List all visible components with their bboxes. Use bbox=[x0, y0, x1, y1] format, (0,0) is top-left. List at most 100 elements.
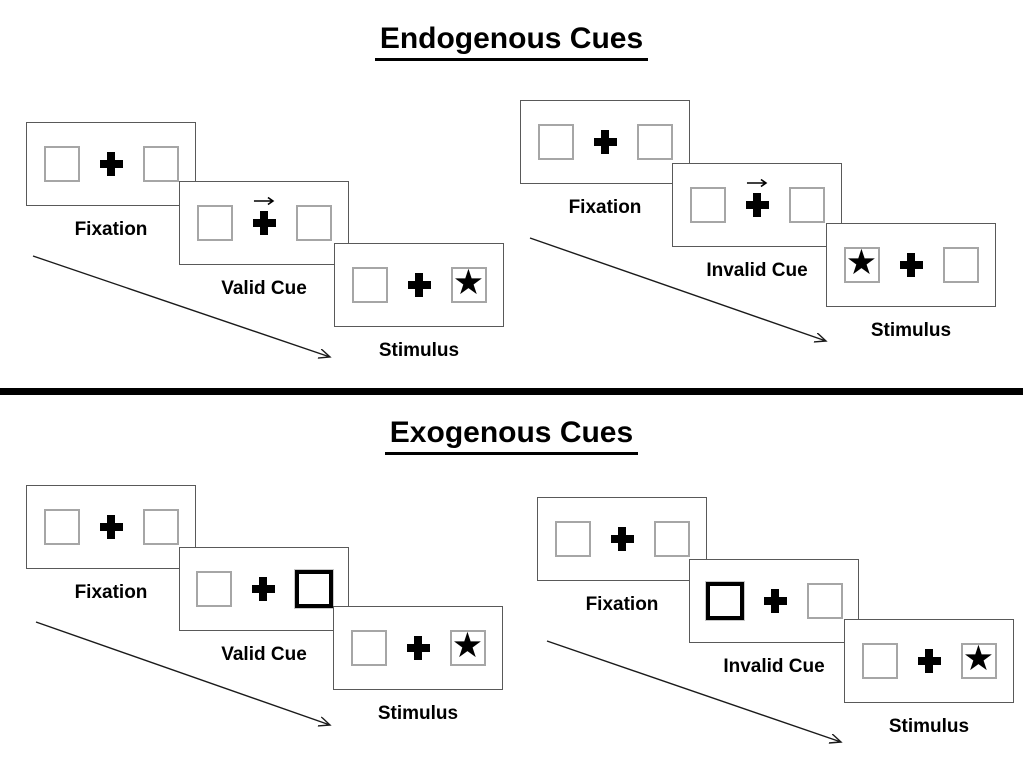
stage-fixation: ★ ★ Fixation bbox=[520, 100, 690, 219]
left-box: ★ bbox=[43, 509, 80, 545]
star-icon: ★ bbox=[962, 638, 995, 679]
section-title-endogenous: Endogenous Cues bbox=[0, 22, 1023, 61]
right-box: ★ bbox=[636, 124, 673, 160]
stage-label: Fixation bbox=[585, 594, 659, 615]
stage-invalid-cue: ★ ★ Invalid Cue bbox=[672, 163, 842, 282]
trial-panel: ★ ★ bbox=[520, 100, 690, 184]
fixation-area bbox=[99, 515, 123, 539]
fixation-area bbox=[763, 589, 787, 613]
fixation-area bbox=[406, 636, 430, 660]
section-title-exogenous: Exogenous Cues bbox=[0, 416, 1023, 455]
left-box: ★ bbox=[537, 124, 574, 160]
left-box: ★ bbox=[843, 242, 880, 283]
left-box: ★ bbox=[350, 630, 387, 666]
timeline-arrow-endogenous-valid bbox=[32, 255, 330, 357]
right-arrow-icon bbox=[746, 178, 768, 188]
left-box: ★ bbox=[704, 581, 745, 621]
fixation-area bbox=[593, 130, 617, 154]
star-icon: ★ bbox=[452, 262, 485, 303]
fixation-cross-icon bbox=[406, 636, 430, 660]
trial-panel: ★ ★ bbox=[179, 547, 349, 631]
fixation-area bbox=[407, 273, 431, 297]
fixation-cross-icon bbox=[251, 577, 275, 601]
trial-panel: ★ ★ bbox=[672, 163, 842, 247]
star-icon: ★ bbox=[845, 242, 878, 283]
stage-label: Invalid Cue bbox=[723, 656, 825, 677]
stage-stimulus: ★ ★ Stimulus bbox=[334, 243, 504, 362]
left-box: ★ bbox=[351, 267, 388, 303]
fixation-cross-icon bbox=[99, 152, 123, 176]
stage-fixation: ★ ★ Fixation bbox=[26, 485, 196, 604]
right-box: ★ bbox=[450, 262, 487, 303]
right-box: ★ bbox=[142, 146, 179, 182]
stage-valid-cue: ★ ★ Valid Cue bbox=[179, 181, 349, 300]
fixation-area bbox=[610, 527, 634, 551]
right-box: ★ bbox=[960, 638, 997, 679]
left-box: ★ bbox=[861, 643, 898, 679]
stage-label: Valid Cue bbox=[221, 278, 307, 299]
fixation-cross-icon bbox=[407, 273, 431, 297]
right-box: ★ bbox=[806, 583, 843, 619]
section-title-text: Exogenous Cues bbox=[384, 416, 639, 455]
fixation-cross-icon bbox=[593, 130, 617, 154]
fixation-cross-icon bbox=[745, 193, 769, 217]
section-title-text: Endogenous Cues bbox=[374, 22, 649, 61]
stage-stimulus: ★ ★ Stimulus bbox=[844, 619, 1014, 738]
fixation-cross-icon bbox=[899, 253, 923, 277]
stage-label: Stimulus bbox=[377, 703, 459, 724]
star-icon: ★ bbox=[451, 625, 484, 666]
trial-panel: ★ ★ bbox=[537, 497, 707, 581]
fixation-cross-icon bbox=[610, 527, 634, 551]
fixation-area bbox=[899, 253, 923, 277]
stage-label: Stimulus bbox=[888, 716, 970, 737]
timeline-arrow-exogenous-valid bbox=[35, 621, 330, 725]
trial-panel: ★ ★ bbox=[334, 243, 504, 327]
left-box: ★ bbox=[689, 187, 726, 223]
stage-label: Stimulus bbox=[378, 340, 460, 361]
left-box: ★ bbox=[195, 571, 232, 607]
trial-panel: ★ ★ bbox=[26, 485, 196, 569]
right-box: ★ bbox=[788, 187, 825, 223]
right-box: ★ bbox=[293, 569, 334, 609]
stage-stimulus: ★ ★ Stimulus bbox=[826, 223, 996, 342]
trial-panel: ★ ★ bbox=[333, 606, 503, 690]
trial-panel: ★ ★ bbox=[26, 122, 196, 206]
fixation-area bbox=[251, 577, 275, 601]
left-box: ★ bbox=[554, 521, 591, 557]
stage-fixation: ★ ★ Fixation bbox=[26, 122, 196, 241]
fixation-area bbox=[745, 178, 769, 217]
stage-invalid-cue: ★ ★ Invalid Cue bbox=[689, 559, 859, 678]
left-box: ★ bbox=[43, 146, 80, 182]
stage-label: Invalid Cue bbox=[706, 260, 808, 281]
stage-label: Fixation bbox=[568, 197, 642, 218]
fixation-area bbox=[99, 152, 123, 176]
trial-panel: ★ ★ bbox=[689, 559, 859, 643]
fixation-cross-icon bbox=[99, 515, 123, 539]
right-box: ★ bbox=[449, 625, 486, 666]
trial-panel: ★ ★ bbox=[826, 223, 996, 307]
stage-label: Stimulus bbox=[870, 320, 952, 341]
timeline-arrow-endogenous-invalid bbox=[529, 237, 826, 341]
stage-stimulus: ★ ★ Stimulus bbox=[333, 606, 503, 725]
stage-label: Fixation bbox=[74, 582, 148, 603]
stage-label: Valid Cue bbox=[221, 644, 307, 665]
right-arrow-icon bbox=[253, 196, 275, 206]
stage-label: Fixation bbox=[74, 219, 148, 240]
stage-valid-cue: ★ ★ Valid Cue bbox=[179, 547, 349, 666]
right-box: ★ bbox=[653, 521, 690, 557]
left-box: ★ bbox=[196, 205, 233, 241]
fixation-cross-icon bbox=[917, 649, 941, 673]
right-box: ★ bbox=[142, 509, 179, 545]
section-divider bbox=[0, 388, 1023, 395]
right-box: ★ bbox=[295, 205, 332, 241]
fixation-area bbox=[917, 649, 941, 673]
trial-panel: ★ ★ bbox=[179, 181, 349, 265]
stage-fixation: ★ ★ Fixation bbox=[537, 497, 707, 616]
trial-panel: ★ ★ bbox=[844, 619, 1014, 703]
fixation-cross-icon bbox=[763, 589, 787, 613]
timeline-arrow-exogenous-invalid bbox=[546, 640, 841, 742]
right-box: ★ bbox=[942, 247, 979, 283]
fixation-cross-icon bbox=[252, 211, 276, 235]
